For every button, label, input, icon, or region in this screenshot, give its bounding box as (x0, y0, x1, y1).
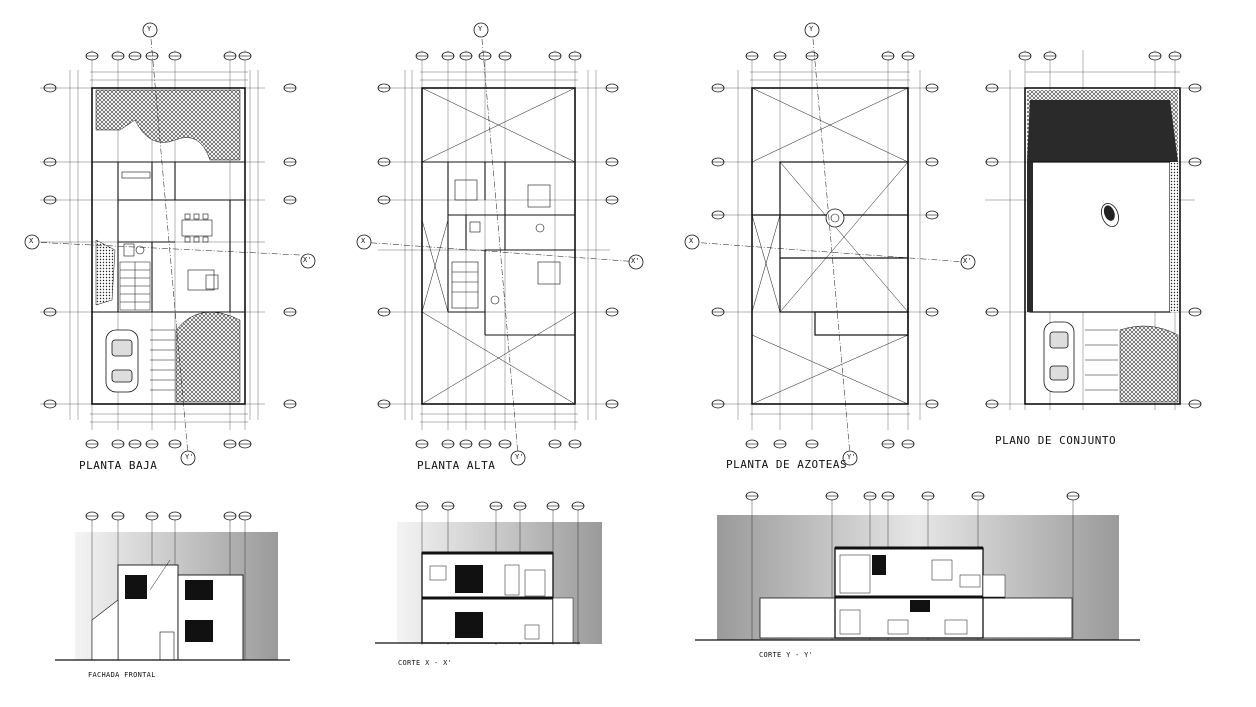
corte-y-section (695, 491, 1140, 641)
planta-alta-title: PLANTA ALTA (417, 459, 496, 472)
planta-baja-plan (24, 22, 316, 466)
axis-x-prime-label-azoteas: X' (963, 257, 973, 265)
planta-azoteas-plan (684, 22, 976, 466)
fachada-frontal-elevation (55, 511, 290, 661)
planta-baja-title: PLANTA BAJA (79, 459, 158, 472)
axis-y-label-alta: Y (478, 25, 483, 33)
axis-x-prime-label-alta: X' (631, 257, 641, 265)
plano-conjunto-title: PLANO DE CONJUNTO (995, 434, 1117, 447)
axis-y-prime-label-azoteas: Y' (847, 453, 857, 461)
axis-x-label-alta: X (361, 237, 366, 245)
planta-azoteas-title: PLANTA DE AZOTEAS (726, 458, 848, 471)
axis-y-prime-label-baja: Y' (185, 453, 195, 461)
corte-x-title: CORTE X - X' (398, 659, 453, 667)
axis-x-label-azoteas: X (689, 237, 694, 245)
axis-y-prime-label-alta: Y' (515, 453, 525, 461)
plano-conjunto-plan (985, 50, 1202, 410)
axis-y-label-azoteas: Y (809, 25, 814, 33)
axis-x-label-baja: X (29, 237, 34, 245)
axis-x-prime-label-baja: X' (303, 256, 313, 264)
corte-y-title: CORTE Y - Y' (759, 651, 814, 659)
planta-alta-plan (356, 22, 644, 466)
fachada-frontal-title: FACHADA FRONTAL (88, 671, 156, 679)
axis-y-label-baja: Y (147, 25, 152, 33)
corte-x-section (375, 501, 602, 645)
